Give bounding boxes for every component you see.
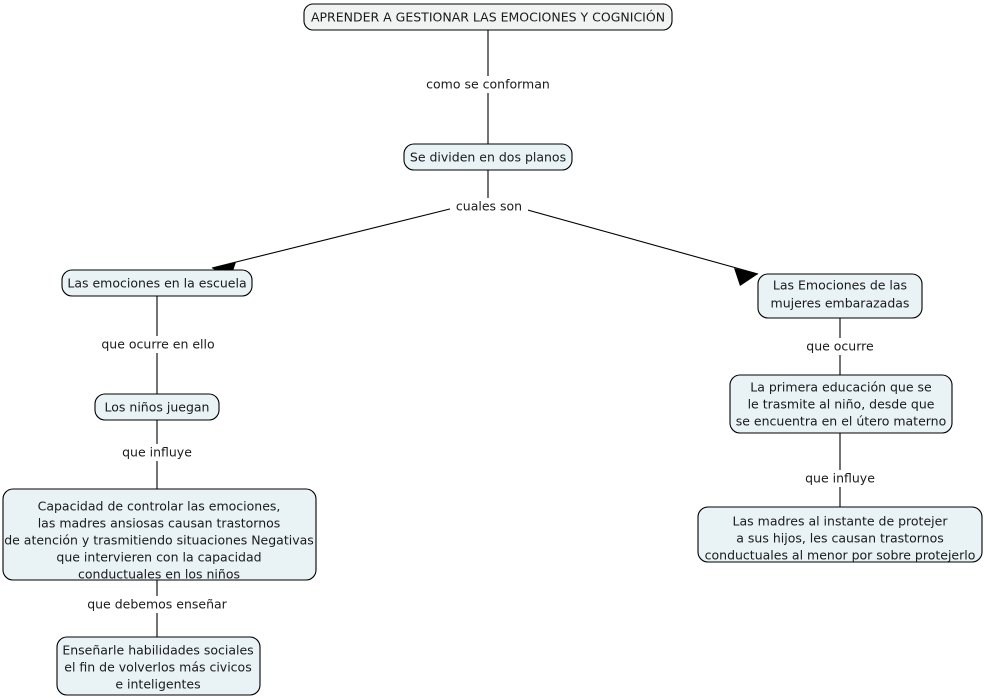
node-ensenar-shape[interactable] bbox=[56, 636, 261, 696]
link-label-que-influye-izq: que influye bbox=[122, 445, 192, 460]
node-embarazadas[interactable]: Las Emociones de las mujeres embarazadas bbox=[757, 273, 923, 319]
label-backing-que-ocurre bbox=[802, 338, 878, 355]
node-juegan-label: Los niños juegan bbox=[105, 400, 210, 415]
node-escuela-shape[interactable] bbox=[61, 269, 253, 297]
label-backing-que-influye-der bbox=[798, 470, 882, 487]
node-capacidad-line-3: de atención y trasmitiendo situaciones N… bbox=[4, 533, 314, 548]
node-root[interactable]: APRENDER A GESTIONAR LAS EMOCIONES Y COG… bbox=[303, 3, 673, 31]
node-root-shape[interactable] bbox=[303, 3, 673, 31]
node-juegan[interactable]: Los niños juegan bbox=[94, 393, 220, 421]
node-primera-educacion-line-2: le trasmite al niño, desde que bbox=[748, 397, 935, 412]
node-capacidad-line-1: Capacidad de controlar las emociones, bbox=[38, 499, 281, 514]
label-backing-que-debemos-ensenar bbox=[82, 596, 232, 613]
link-label-como-se-conforman: como se conforman bbox=[426, 77, 550, 92]
connector-split-to-escuela bbox=[211, 203, 471, 269]
node-madres-proteger-line-1: Las madres al instante de protejer bbox=[733, 514, 949, 529]
node-embarazadas-shape[interactable] bbox=[757, 273, 923, 319]
node-escuela-label: Las emociones en la escuela bbox=[67, 276, 246, 291]
node-primera-educacion[interactable]: La primera educación que se le trasmite … bbox=[729, 374, 953, 434]
link-label-que-influye-der: que influye bbox=[805, 471, 875, 486]
node-embarazadas-label-line-1: Las Emociones de las bbox=[773, 278, 907, 293]
arrowhead-embarazadas-icon bbox=[734, 268, 758, 286]
node-capacidad-line-2: las madres ansiosas causan trastornos bbox=[38, 516, 281, 531]
link-label-cuales-son: cuales son bbox=[456, 199, 522, 214]
link-label-que-ocurre: que ocurre bbox=[806, 339, 874, 354]
connector-labels: como se conforman cuales son que ocurre … bbox=[82, 76, 882, 613]
node-primera-educacion-line-3: se encuentra en el útero materno bbox=[736, 414, 947, 429]
node-primera-educacion-line-1: La primera educación que se bbox=[750, 380, 932, 395]
connector-split-to-embarazadas bbox=[505, 203, 759, 275]
node-primera-educacion-shape[interactable] bbox=[729, 374, 953, 434]
node-planos-label: Se dividen en dos planos bbox=[410, 150, 566, 165]
node-madres-proteger-line-2: a sus hijos, les causan trastornos bbox=[736, 531, 943, 546]
node-ensenar-line-2: el fin de volverlos más civicos bbox=[64, 660, 251, 675]
node-embarazadas-label-line-2: mujeres embarazadas bbox=[771, 296, 910, 311]
node-capacidad[interactable]: Capacidad de controlar las emociones, la… bbox=[2, 488, 317, 582]
link-label-que-debemos-ensenar: que debemos enseñar bbox=[87, 597, 227, 612]
node-ensenar-line-1: Enseñarle habilidades sociales bbox=[62, 643, 253, 658]
node-planos[interactable]: Se dividen en dos planos bbox=[403, 143, 573, 171]
node-root-label: APRENDER A GESTIONAR LAS EMOCIONES Y COG… bbox=[311, 10, 665, 25]
node-madres-proteger-shape[interactable] bbox=[697, 506, 983, 563]
node-madres-proteger[interactable]: Las madres al instante de protejer a sus… bbox=[697, 506, 983, 563]
node-capacidad-line-5: conductuales en los niños bbox=[78, 567, 240, 582]
node-planos-shape[interactable] bbox=[403, 143, 573, 171]
node-capacidad-shape[interactable] bbox=[2, 488, 317, 581]
node-juegan-shape[interactable] bbox=[94, 393, 220, 421]
label-backing-que-ocurre-en-ello bbox=[98, 336, 218, 353]
node-ensenar-line-3: e inteligentes bbox=[115, 677, 200, 692]
label-backing-que-influye-izq bbox=[115, 444, 199, 461]
label-backing-cuales-son bbox=[450, 198, 528, 215]
node-ensenar[interactable]: Enseñarle habilidades sociales el fin de… bbox=[56, 636, 261, 696]
node-capacidad-line-4: que intervieren con la capacidad bbox=[56, 550, 261, 565]
link-label-que-ocurre-en-ello: que ocurre en ello bbox=[101, 337, 214, 352]
node-escuela[interactable]: Las emociones en la escuela bbox=[61, 269, 253, 297]
node-madres-proteger-line-3: conductuales al menor por sobre protejer… bbox=[705, 548, 976, 563]
label-backing-como-se-conforman bbox=[420, 76, 556, 93]
